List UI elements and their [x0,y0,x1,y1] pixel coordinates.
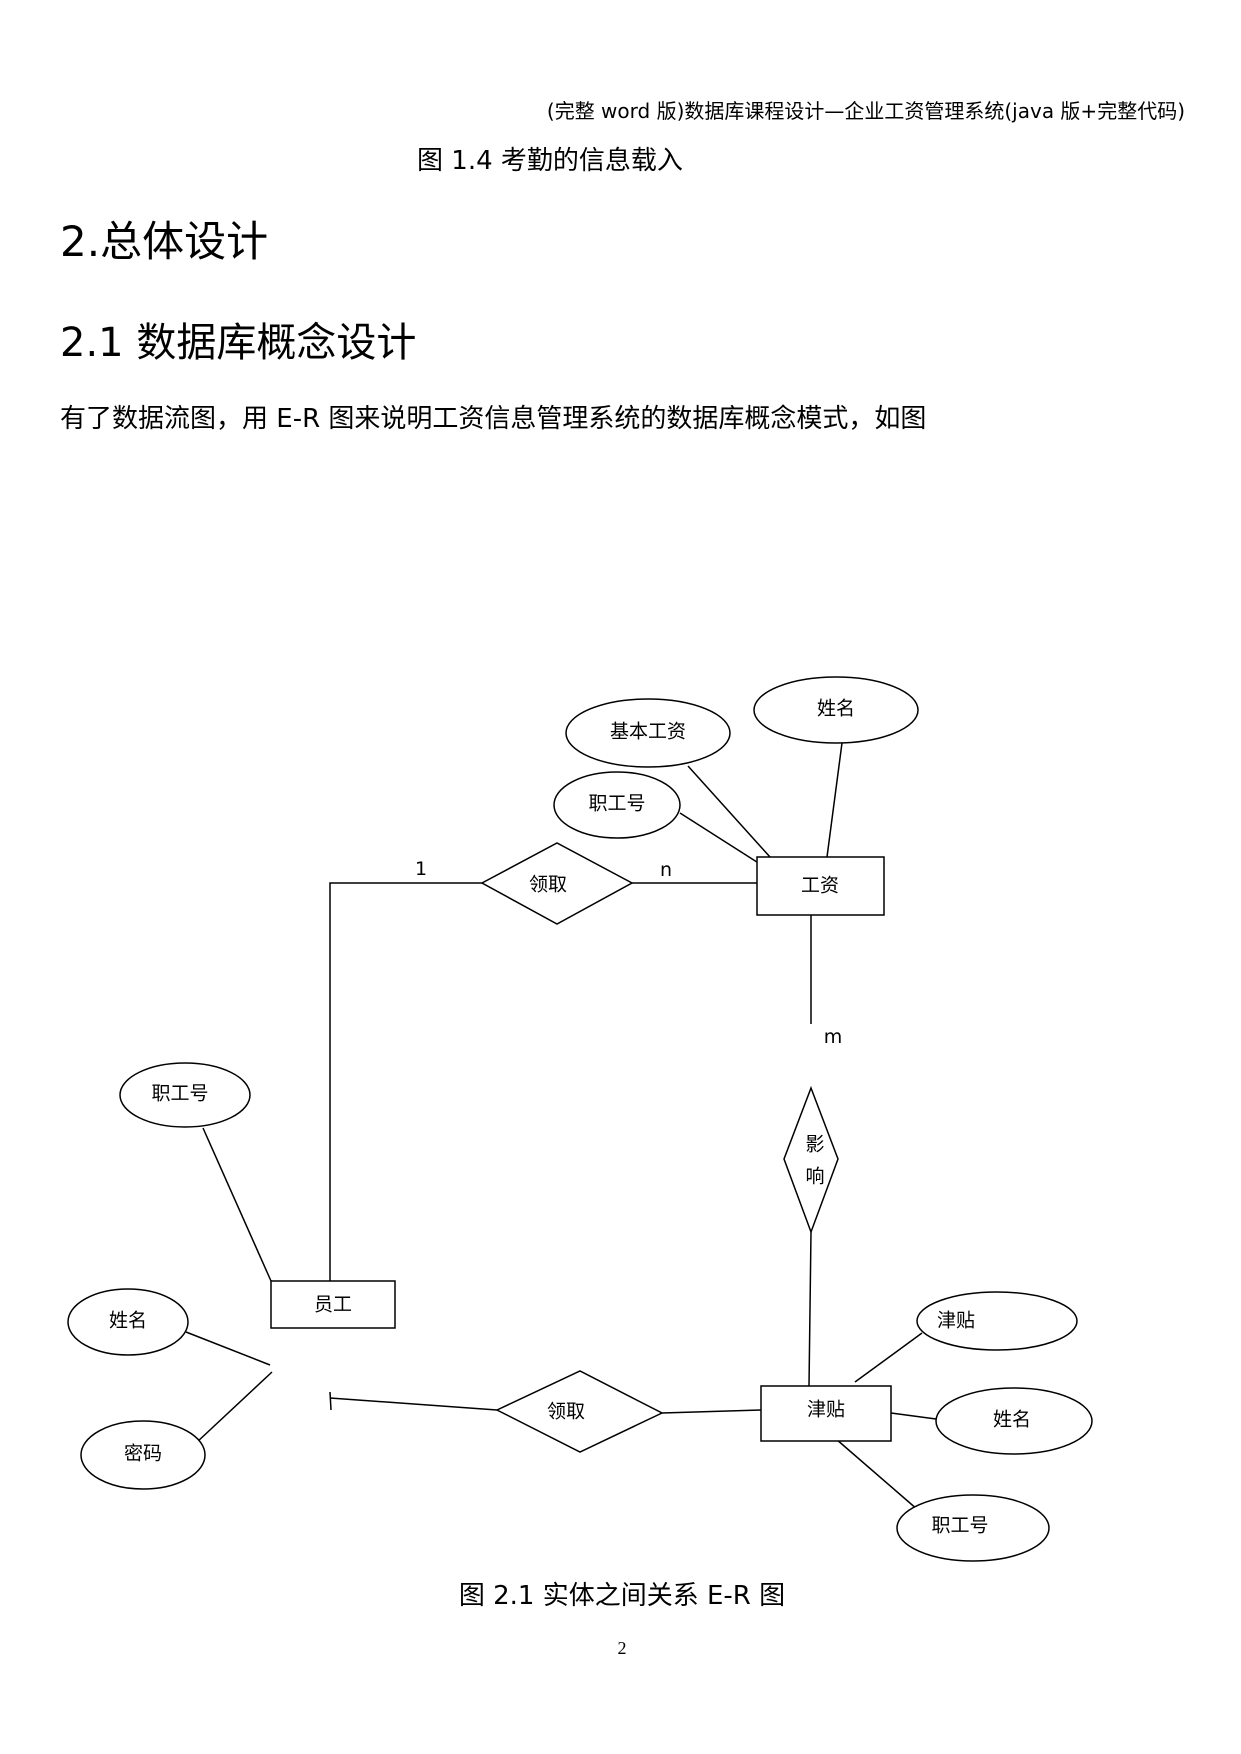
entity-employee: 员工 [270,1280,396,1329]
cardinality-employee-side: 1 [415,858,427,880]
entity-employee-label: 员工 [314,1294,352,1315]
line-employee-receive2 [329,1397,498,1411]
tick-employee-bottom [329,1391,332,1411]
subsection-heading: 2.1 数据库概念设计 [60,320,417,366]
entity-salary-label: 工资 [801,874,839,896]
line-affect-allowance [808,1231,812,1387]
relationship-affect-label-2: 响 [805,1165,824,1187]
er-connectors [185,742,937,1511]
line-receive2-allowance [661,1409,762,1414]
attribute-employee-password-label: 密码 [124,1442,162,1464]
attribute-salary-name-label: 姓名 [817,697,855,719]
section-heading: 2.总体设计 [60,217,269,266]
body-paragraph: 有了数据流图，用 E-R 图来说明工资信息管理系统的数据库概念模式，如图 [60,404,927,434]
attribute-allowance-name: 姓名 [935,1387,1093,1455]
running-header: (完整 word 版)数据库课程设计—企业工资管理系统(java 版+完整代码) [546,99,1185,123]
attribute-salary-base-label: 基本工资 [610,720,686,742]
attribute-employee-id: 职工号 [119,1062,251,1128]
attribute-employee-password: 密码 [80,1420,206,1490]
attribute-employee-id-label: 职工号 [151,1083,208,1104]
line-empid-employee [202,1127,272,1282]
relationship-affect-label-1: 影 [805,1133,824,1155]
attribute-salary-name: 姓名 [753,676,919,744]
line-employee-receive [329,882,482,1281]
line-name-employee [185,1331,271,1366]
attribute-salary-id-label: 职工号 [588,793,645,814]
attribute-salary-id: 职工号 [553,771,681,839]
line-name-salary [826,742,843,858]
cardinality-salary-side: n [660,859,672,881]
line-pwd-employee [195,1371,273,1444]
relationship-receive-allowance: 领取 [495,1370,664,1453]
attribute-allowance-id-label: 职工号 [931,1515,988,1536]
line-id-salary [679,812,761,865]
attribute-employee-name-label: 姓名 [109,1309,147,1331]
entity-allowance-label: 津贴 [807,1398,845,1420]
attribute-allowance-allowance: 津贴 [916,1291,1078,1351]
line-base-salary [687,765,771,858]
relationship-receive-allowance-label: 领取 [547,1400,585,1422]
relationship-receive-salary-label: 领取 [529,873,567,895]
figure-caption-top: 图 1.4 考勤的信息载入 [417,146,683,176]
line-allow-allowance [854,1332,923,1383]
entity-allowance: 津贴 [760,1385,892,1442]
attribute-employee-name: 姓名 [67,1288,189,1356]
attribute-salary-base: 基本工资 [565,698,731,768]
attribute-allowance-name-label: 姓名 [993,1408,1031,1430]
line-id-allowance [835,1438,919,1511]
line-name-allowance [890,1412,937,1420]
attribute-allowance-allowance-label: 津贴 [937,1309,975,1331]
figure-caption-bottom: 图 2.1 实体之间关系 E-R 图 [458,1581,786,1611]
attribute-allowance-id: 职工号 [896,1494,1050,1562]
page-number: 2 [617,1638,627,1658]
cardinality-affect-side: m [824,1026,843,1048]
relationship-affect: 影 响 [783,1085,839,1235]
entity-salary: 工资 [756,856,885,916]
relationship-receive-salary: 领取 [480,842,634,925]
